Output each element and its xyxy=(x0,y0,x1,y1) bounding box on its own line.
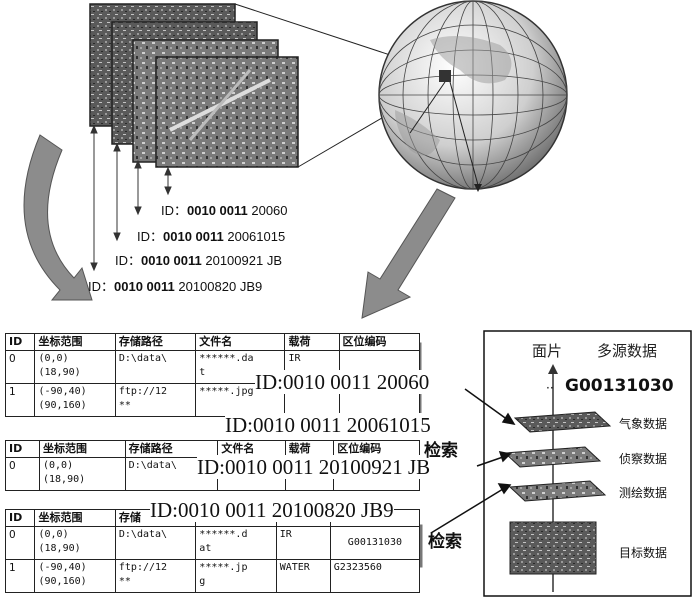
id-label-1: ID：0010 0011 20060 xyxy=(161,203,288,218)
col-header-code: 区位编码 xyxy=(338,333,421,351)
plane-survey xyxy=(508,480,607,502)
col-header-path: 存储路径 xyxy=(114,333,197,351)
big-id-2: ID:0010 0011 20061015 xyxy=(225,413,431,437)
id-label-2: ID：0010 0011 20061015 xyxy=(137,229,286,244)
id-label-3: ID：0010 0011 20100921 JB xyxy=(115,253,282,268)
id-arrows xyxy=(90,124,172,272)
attribute-table-2: ID 坐标范围 存储路径 文件名 载荷 区位编码 0 (0,0) (18,90)… xyxy=(5,440,420,491)
plane-target xyxy=(509,521,597,575)
big-id-1: ID:0010 0011 20060 xyxy=(255,370,430,394)
layer-label-recon: 侦察数据 xyxy=(619,452,668,466)
continuation-dots: ·· xyxy=(546,381,554,395)
pointer-arrows xyxy=(430,388,516,534)
panel-title-multisource: 多源数据 xyxy=(597,342,658,360)
id-label-4: ID：0010 0011 20100820 JB9 xyxy=(88,279,263,294)
table-row: 0 (0,0) (18,90) D:\data\ ******.da t IR xyxy=(4,350,421,384)
patch-code: G00131030 xyxy=(565,376,674,396)
col-header-payload: 载荷 xyxy=(284,333,340,351)
curved-arrow-left xyxy=(23,134,93,301)
panel-title-patch: 面片 xyxy=(532,342,563,360)
layer-label-survey: 测绘数据 xyxy=(619,486,668,500)
layer-label-target: 目标数据 xyxy=(619,546,668,560)
globe xyxy=(378,0,568,190)
image-stack xyxy=(89,3,299,168)
table-header-row: ID 坐标范围 存储路径 文件名 载荷 区位编码 xyxy=(4,333,421,351)
big-id-3: ID:0010 0011 20100921 JB xyxy=(197,455,431,479)
plane-weather xyxy=(513,411,612,433)
col-header-id: ID xyxy=(4,333,36,351)
retrieve-label-1: 检索 xyxy=(424,441,458,461)
selected-patch xyxy=(439,70,451,82)
image-layer-4 xyxy=(155,56,299,168)
table-header-row: ID 坐标范围 存储路径 文件名 载荷 区位编码 xyxy=(5,440,420,458)
col-header-file: 文件名 xyxy=(195,333,286,351)
diagonal-arrow-right xyxy=(361,188,456,319)
table-row: 0 (0,0) (18,90) D:\data\ ******.d at IR … xyxy=(4,526,421,560)
retrieve-label-2: 检索 xyxy=(428,532,462,552)
attribute-table-3: ID 坐标范围 存储 0 (0,0) (18,90) D:\data\ ****… xyxy=(4,509,421,593)
plane-recon xyxy=(503,446,602,468)
table-row: 1 (-90,40) (90,160) ftp://12 ** *****.jp… xyxy=(4,559,421,593)
col-header-coord: 坐标范围 xyxy=(34,333,116,351)
layer-label-weather: 气象数据 xyxy=(619,417,668,431)
big-id-4: ID:0010 0011 20100820 JB9 xyxy=(150,498,394,522)
